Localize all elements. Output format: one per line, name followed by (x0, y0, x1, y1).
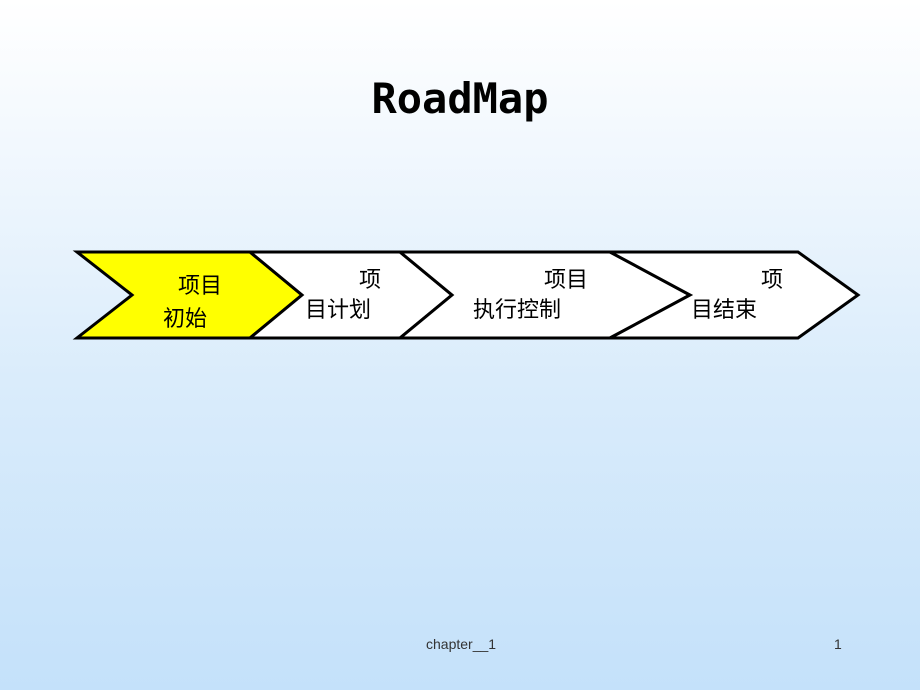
stage-planning-chevron (245, 250, 455, 340)
stage-closing-line2: 目结束 (691, 298, 758, 323)
stage-closing-line1: 项 (761, 268, 784, 293)
stage-initiation-line2: 初始 (163, 307, 208, 332)
stage-execution-line1: 项目 (544, 268, 589, 293)
stage-planning-line1: 项 (359, 268, 382, 293)
stage-closing-chevron (609, 250, 861, 340)
stage-execution-line2: 执行控制 (473, 298, 562, 323)
stage-planning-line2: 目计划 (305, 298, 372, 323)
footer-page-number: 1 (834, 636, 842, 652)
stage-initiation-line1: 项目 (178, 274, 223, 299)
slide-title: RoadMap (371, 74, 549, 123)
stage-execution-chevron (395, 250, 694, 340)
footer-chapter: chapter__1 (426, 636, 497, 652)
